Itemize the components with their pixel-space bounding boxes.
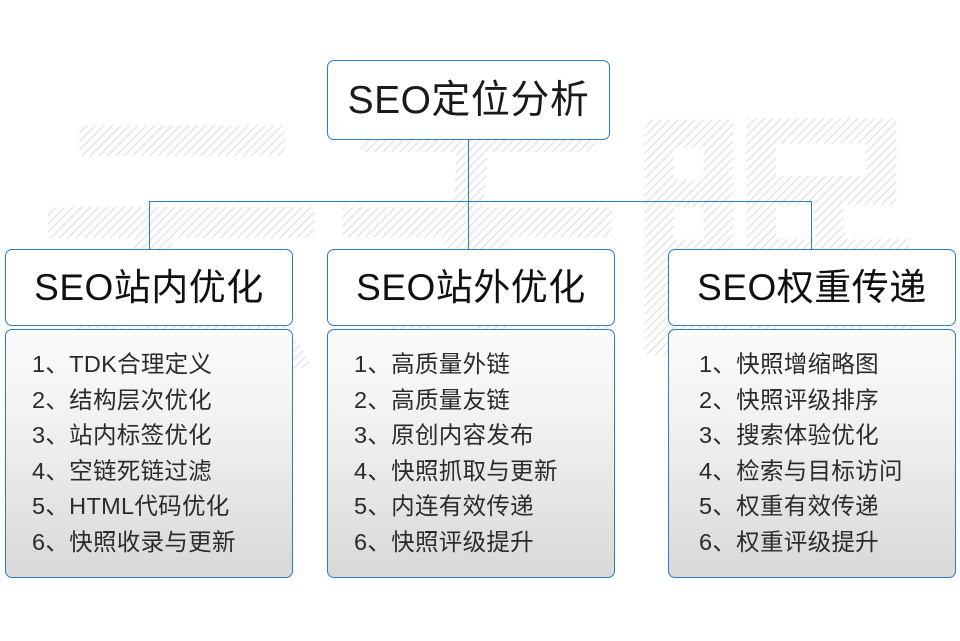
list-item: 2、结构层次优化 xyxy=(32,386,212,413)
list-item: 4、检索与目标访问 xyxy=(699,457,903,484)
list-item: 1、TDK合理定义 xyxy=(32,351,213,377)
column-header-1[interactable]: SEO站外优化 xyxy=(327,249,615,326)
list-item: 1、高质量外链 xyxy=(354,351,511,377)
list-item: 1、快照增缩略图 xyxy=(699,351,879,377)
column-list-2: 1、快照增缩略图 2、快照评级排序 3、搜索体验优化 4、检索与目标访问 5、权… xyxy=(669,347,955,561)
column-header-title-0: SEO站内优化 xyxy=(34,267,264,308)
column-seo-weight-transfer: SEO权重传递 1、快照增缩略图 2、快照评级排序 3、搜索体验优化 4、检索与… xyxy=(668,249,956,578)
list-item: 5、权重有效传递 xyxy=(699,493,879,520)
root-node[interactable]: SEO定位分析 xyxy=(327,60,610,140)
list-item: 3、原创内容发布 xyxy=(354,422,534,449)
list-item: 4、空链死链过滤 xyxy=(32,457,212,484)
column-header-title-2: SEO权重传递 xyxy=(697,267,927,308)
root-node-title: SEO定位分析 xyxy=(347,78,590,122)
column-body-0: 1、TDK合理定义 2、结构层次优化 3、站内标签优化 4、空链死链过滤 5、H… xyxy=(5,329,293,578)
list-item: 5、HTML代码优化 xyxy=(32,493,230,520)
list-item: 4、快照抓取与更新 xyxy=(354,457,558,484)
column-list-1: 1、高质量外链 2、高质量友链 3、原创内容发布 4、快照抓取与更新 5、内连有… xyxy=(328,347,614,561)
column-body-2: 1、快照增缩略图 2、快照评级排序 3、搜索体验优化 4、检索与目标访问 5、权… xyxy=(668,329,956,578)
column-body-1: 1、高质量外链 2、高质量友链 3、原创内容发布 4、快照抓取与更新 5、内连有… xyxy=(327,329,615,578)
list-item: 6、快照评级提升 xyxy=(354,528,534,555)
list-item: 3、站内标签优化 xyxy=(32,422,212,449)
column-header-2[interactable]: SEO权重传递 xyxy=(668,249,956,326)
column-header-title-1: SEO站外优化 xyxy=(356,267,586,308)
column-seo-offsite: SEO站外优化 1、高质量外链 2、高质量友链 3、原创内容发布 4、快照抓取与… xyxy=(327,249,615,578)
list-item: 2、高质量友链 xyxy=(354,386,511,413)
list-item: 6、权重评级提升 xyxy=(699,528,879,555)
column-list-0: 1、TDK合理定义 2、结构层次优化 3、站内标签优化 4、空链死链过滤 5、H… xyxy=(6,347,292,561)
list-item: 5、内连有效传递 xyxy=(354,493,534,520)
column-seo-onsite: SEO站内优化 1、TDK合理定义 2、结构层次优化 3、站内标签优化 4、空链… xyxy=(5,249,293,578)
list-item: 2、快照评级排序 xyxy=(699,386,879,413)
column-header-0[interactable]: SEO站内优化 xyxy=(5,249,293,326)
list-item: 3、搜索体验优化 xyxy=(699,422,879,449)
list-item: 6、快照收录与更新 xyxy=(32,528,236,555)
